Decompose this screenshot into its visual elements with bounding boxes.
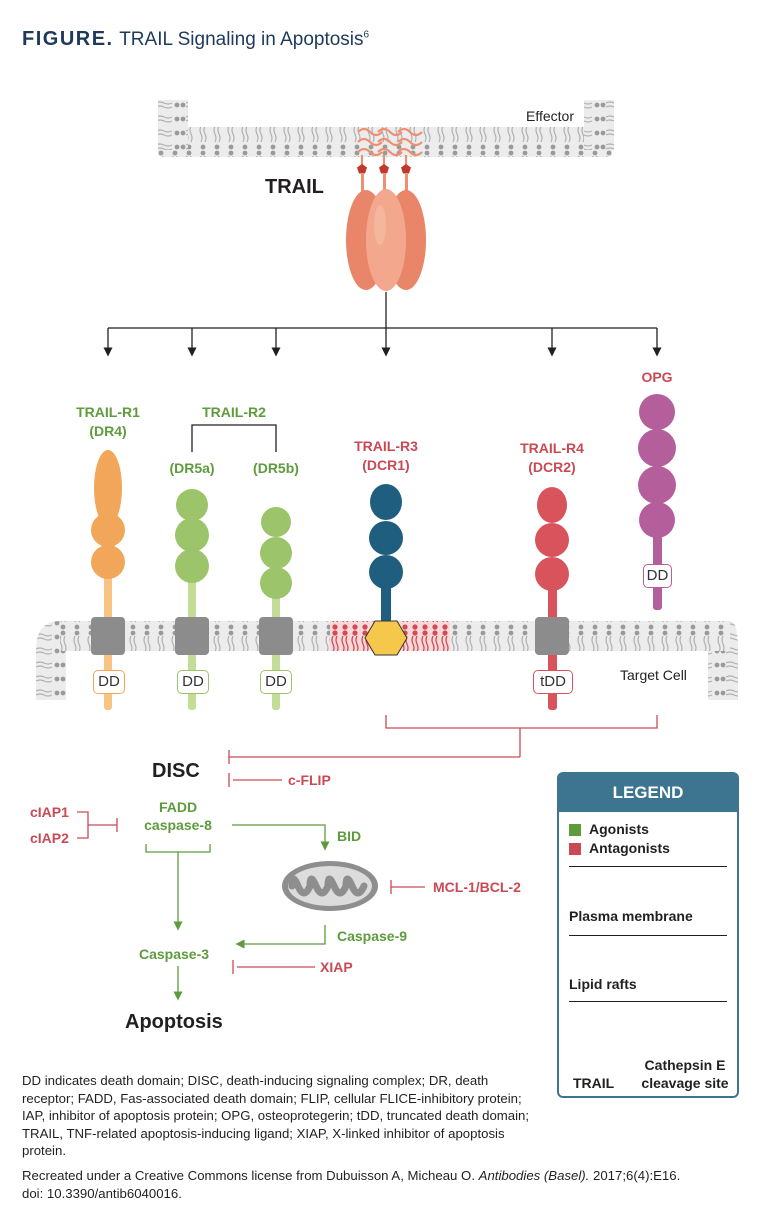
caspase9-label: Caspase-9 — [337, 928, 408, 944]
trail-r1-receptor — [91, 450, 125, 710]
bid-label: BID — [337, 828, 362, 844]
distribution-tree — [103, 292, 662, 452]
mitochondrion-icon — [282, 861, 378, 911]
citation-prefix: Recreated under a Creative Commons licen… — [22, 1168, 479, 1183]
decoy-inhibition-bracket — [228, 715, 658, 764]
opg-receptor — [638, 394, 676, 610]
effector-membrane — [158, 100, 614, 157]
trail-r3-name: TRAIL-R3 — [354, 438, 418, 454]
legend-cathepsin-line1: Cathepsin E — [644, 1057, 726, 1073]
citation: Recreated under a Creative Commons licen… — [22, 1167, 742, 1203]
trail-r2-name: TRAIL-R2 — [202, 404, 266, 420]
trail-r2-dr5b: (DR5b) — [253, 460, 299, 476]
legend-antagonists: Antagonists — [589, 840, 670, 856]
mcl1-bcl2-label: MCL-1/BCL-2 — [433, 879, 521, 895]
legend-cathepsin-line2: cleavage site — [641, 1075, 729, 1091]
opg-name: OPG — [641, 369, 673, 385]
xiap-label: XIAP — [320, 959, 353, 975]
legend-divider — [569, 866, 727, 867]
ciap2-label: cIAP2 — [30, 830, 69, 846]
legend-box: LEGEND Agonists Antagonists Plasma membr… — [557, 772, 739, 1098]
r1-dd-badge: DD — [93, 670, 125, 694]
legend-title: LEGEND — [559, 774, 737, 812]
trail-r3-alt: (DCR1) — [362, 457, 410, 473]
trail-r1-alt: (DR4) — [89, 423, 127, 439]
figure-ref: 6 — [363, 29, 370, 41]
antagonist-swatch — [569, 843, 581, 855]
caspase8-label: caspase-8 — [144, 817, 212, 833]
trail-label: TRAIL — [265, 176, 324, 198]
r2a-dd-badge: DD — [177, 670, 209, 694]
trail-r2-dr5a-receptor — [175, 489, 209, 710]
figure-title-text: TRAIL Signaling in Apoptosis — [119, 29, 364, 50]
caspase3-label: Caspase-3 — [139, 946, 210, 962]
citation-doi: doi: 10.3390/antib6040016. — [22, 1186, 182, 1201]
trail-r3-receptor — [364, 484, 408, 656]
pathway-connectors — [77, 773, 425, 1001]
ciap1-label: cIAP1 — [30, 804, 69, 820]
legend-lipid-rafts: Lipid rafts — [569, 976, 637, 992]
legend-agonists: Agonists — [589, 821, 649, 837]
legend-divider — [569, 1001, 727, 1002]
footnote: DD indicates death domain; DISC, death-i… — [22, 1073, 530, 1158]
trail-r4-name: TRAIL-R4 — [520, 440, 584, 456]
legend-trail: TRAIL — [573, 1075, 615, 1091]
trail-ligand — [346, 127, 426, 291]
legend-divider — [569, 935, 727, 936]
cflip-label: c-FLIP — [288, 772, 331, 788]
citation-suffix: 2017;6(4):E16. — [589, 1168, 681, 1183]
effector-label: Effector — [526, 108, 574, 124]
agonist-swatch — [569, 824, 581, 836]
r4-tdd-badge: tDD — [533, 670, 573, 694]
opg-dd-badge: DD — [643, 564, 672, 588]
trail-r2-dr5a: (DR5a) — [169, 460, 215, 476]
figure-label: FIGURE. — [22, 28, 114, 50]
cathepsin-site-icon — [357, 164, 411, 174]
citation-journal: Antibodies (Basel). — [478, 1168, 590, 1183]
fadd-label: FADD — [158, 799, 198, 815]
apoptosis-label: Apoptosis — [125, 1011, 223, 1033]
r2b-dd-badge: DD — [260, 670, 292, 694]
disc-label: DISC — [152, 760, 200, 782]
target-cell-label: Target Cell — [620, 667, 687, 683]
legend-plasma-membrane: Plasma membrane — [569, 908, 693, 924]
trail-r4-alt: (DCR2) — [528, 459, 576, 475]
figure-title: FIGURE. TRAIL Signaling in Apoptosis6 — [22, 28, 369, 51]
trail-r1-name: TRAIL-R1 — [76, 404, 140, 420]
